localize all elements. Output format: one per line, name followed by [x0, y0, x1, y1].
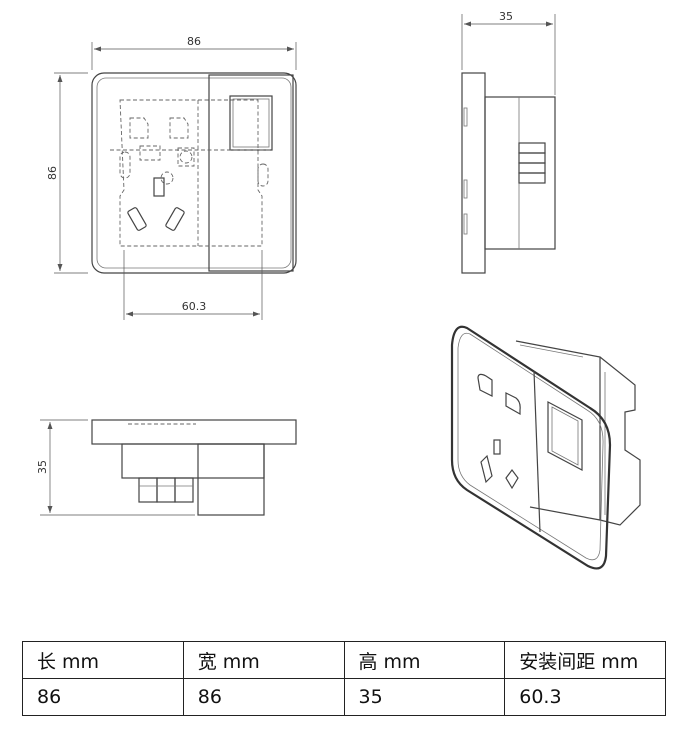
- spec-value-length: 86: [22, 678, 184, 716]
- spec-header-length: 长 mm: [22, 641, 184, 679]
- isometric-view: [450, 325, 641, 570]
- spec-value-width: 86: [182, 678, 345, 716]
- dim-front-height: 86: [46, 166, 59, 180]
- dim-side-depth: 35: [499, 10, 513, 23]
- bottom-view: [91, 419, 297, 516]
- spec-table-value-row: 86 86 35 60.3: [22, 678, 666, 716]
- spec-header-height: 高 mm: [343, 641, 506, 679]
- bottom-dimensions: 35: [36, 419, 195, 516]
- spec-header-width: 宽 mm: [182, 641, 345, 679]
- dim-front-width: 86: [187, 35, 201, 48]
- technical-drawing: 86 86 60.3 35: [36, 10, 641, 570]
- front-dimensions: 86 86 60.3: [46, 35, 297, 320]
- spec-value-mount-spacing: 60.3: [504, 678, 666, 716]
- spec-table-header-row: 长 mm 宽 mm 高 mm 安装间距 mm: [22, 641, 666, 679]
- dim-bottom-height: 35: [36, 460, 49, 474]
- side-dimensions: 35: [461, 10, 556, 95]
- spec-table: 长 mm 宽 mm 高 mm 安装间距 mm 86 86 35 60.3: [22, 641, 666, 716]
- front-view: [91, 72, 297, 274]
- spec-header-mount-spacing: 安装间距 mm: [504, 641, 666, 679]
- side-view: [461, 72, 556, 274]
- spec-value-height: 35: [343, 678, 506, 716]
- dim-mount-spacing: 60.3: [182, 300, 207, 313]
